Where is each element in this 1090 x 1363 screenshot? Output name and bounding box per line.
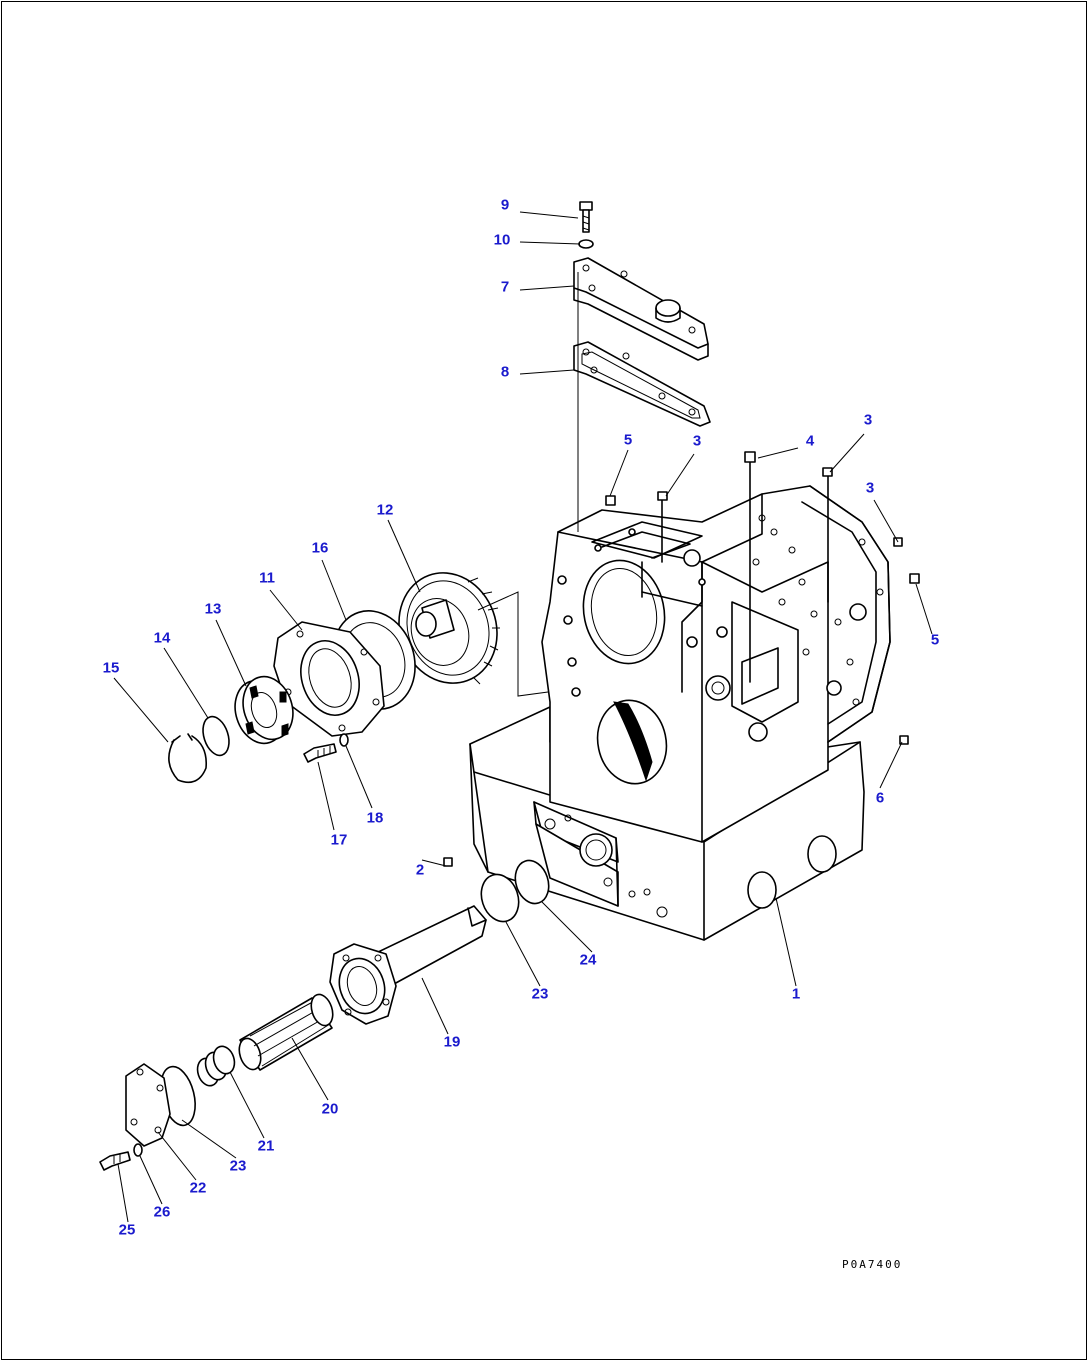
retainer-bolt (303, 743, 337, 763)
callout-23-b: 23 (229, 1157, 247, 1175)
callout-3-a: 3 (692, 432, 702, 450)
o-ring-large (514, 859, 550, 905)
bolt (579, 201, 593, 233)
callout-19: 19 (443, 1033, 461, 1051)
callout-5-top: 5 (623, 431, 633, 449)
callout-12: 12 (376, 501, 394, 519)
housing-bolts (443, 451, 920, 867)
callout-14: 14 (153, 629, 171, 647)
o-ring (480, 873, 520, 923)
snap-ring-outer (168, 735, 208, 784)
callout-3-b: 3 (863, 411, 873, 429)
shaft-housing (329, 905, 487, 1025)
callout-10: 10 (493, 231, 511, 249)
drawing-code: P0A7400 (842, 1258, 903, 1271)
callout-8: 8 (500, 363, 510, 381)
callout-5-right: 5 (930, 631, 940, 649)
callout-21: 21 (257, 1137, 275, 1155)
callout-7: 7 (500, 278, 510, 296)
callout-23-a: 23 (531, 985, 549, 1003)
callout-22: 22 (189, 1179, 207, 1197)
splined-shaft (238, 993, 334, 1071)
callout-3-c: 3 (865, 479, 875, 497)
callout-1: 1 (791, 985, 801, 1003)
gasket (573, 341, 711, 427)
cover-bolt (99, 1151, 131, 1171)
washer (578, 239, 594, 249)
bearing (234, 675, 294, 745)
callout-25: 25 (118, 1221, 136, 1239)
callout-16: 16 (311, 539, 329, 557)
callout-2: 2 (415, 861, 425, 879)
spring (196, 1045, 236, 1087)
retainer-washer (339, 733, 349, 747)
callout-26: 26 (153, 1203, 171, 1221)
cover-plate (573, 257, 709, 361)
callout-24: 24 (579, 951, 597, 969)
callout-20: 20 (321, 1100, 339, 1118)
cover-washer (133, 1143, 143, 1157)
snap-ring-inner (202, 715, 230, 757)
retainer (273, 621, 385, 737)
callout-11: 11 (259, 569, 275, 587)
callout-13: 13 (204, 600, 222, 618)
callout-18: 18 (366, 809, 384, 827)
callout-15: 15 (102, 659, 120, 677)
gear (398, 572, 549, 697)
end-cover (125, 1063, 171, 1147)
callout-4: 4 (805, 432, 815, 450)
transmission-housing (469, 485, 891, 941)
callout-6: 6 (875, 789, 885, 807)
callout-9: 9 (500, 196, 510, 214)
leader-lines (113, 211, 933, 1223)
callout-17: 17 (330, 831, 348, 849)
